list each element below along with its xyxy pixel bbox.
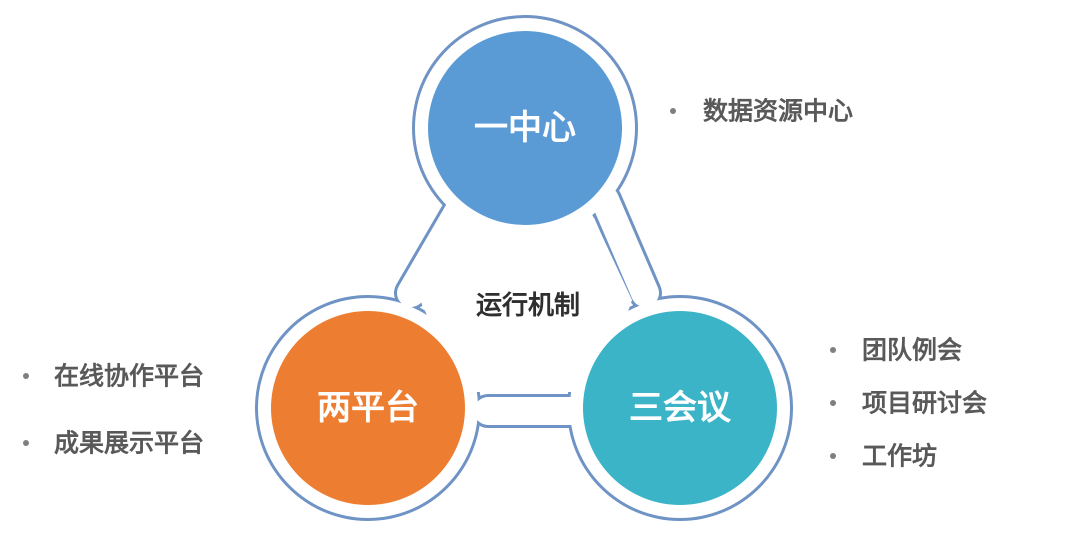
- bullet-dot: [830, 400, 836, 406]
- right-node-circle: [583, 311, 777, 505]
- center-label: 运行机制: [476, 290, 580, 321]
- node-right: 三会议: [583, 311, 777, 505]
- right-list: 团队例会 项目研讨会 工作坊: [830, 336, 987, 471]
- left-list: 在线协作平台 成果展示平台: [23, 362, 204, 458]
- bullet-dot: [830, 453, 836, 459]
- top-node-label: 一中心: [474, 108, 576, 148]
- right-node-label: 三会议: [629, 388, 732, 428]
- bullet-dot: [830, 347, 836, 353]
- node-left: 两平台: [271, 311, 465, 505]
- right-list-item: 团队例会: [862, 336, 962, 365]
- left-list-item: 在线协作平台: [54, 362, 204, 391]
- bullet-dot: [670, 108, 676, 114]
- left-list-item: 成果展示平台: [54, 429, 204, 458]
- top-node-circle: [428, 31, 622, 225]
- top-list-item: 数据资源中心: [703, 97, 853, 126]
- bullet-dot: [23, 440, 29, 446]
- right-list-item: 工作坊: [862, 442, 937, 471]
- center-fill: [420, 205, 632, 392]
- left-node-circle: [271, 311, 465, 505]
- node-top: 一中心: [428, 31, 622, 225]
- left-node-label: 两平台: [317, 388, 419, 428]
- bullet-dot: [23, 373, 29, 379]
- right-list-item: 项目研讨会: [862, 389, 987, 418]
- top-list: 数据资源中心: [670, 97, 853, 126]
